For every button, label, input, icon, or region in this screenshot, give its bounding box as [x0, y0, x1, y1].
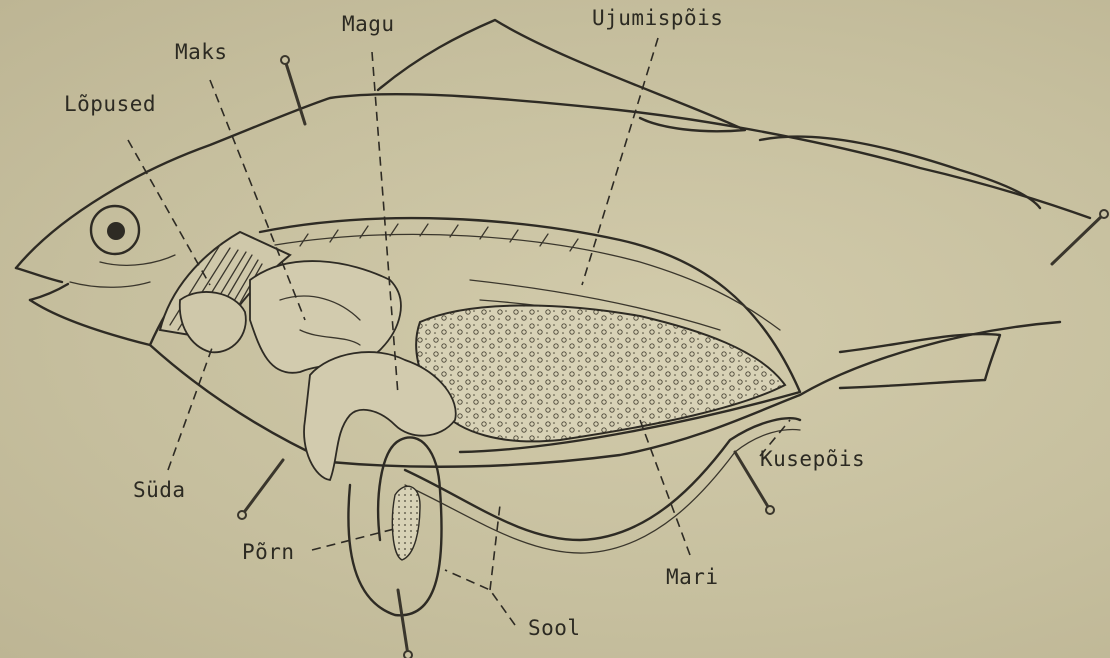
label-suda: Süda	[133, 478, 186, 502]
label-mari: Mari	[666, 565, 719, 589]
leader-porn	[312, 528, 398, 550]
heart	[180, 292, 246, 352]
roe-mass	[416, 305, 785, 441]
first-dorsal-fin	[378, 20, 745, 131]
label-maks: Maks	[175, 40, 228, 64]
label-magu: Magu	[342, 12, 395, 36]
pin-center-bottom	[398, 590, 408, 655]
label-sool: Sool	[528, 616, 581, 640]
fish-outline-dorsal	[16, 94, 1090, 268]
spleen	[392, 486, 420, 560]
label-lopused: Lõpused	[64, 92, 156, 116]
pin-tail	[1052, 214, 1104, 264]
pin-left-bottom	[242, 460, 283, 515]
label-porn: Põrn	[242, 540, 295, 564]
intestine-long-loop-inner	[405, 430, 800, 554]
second-dorsal-fin	[760, 137, 1040, 208]
fish-mouth	[16, 268, 68, 300]
anal-fin	[840, 334, 1000, 388]
cheek-lines	[70, 255, 175, 287]
label-kusepois: Kusepõis	[760, 447, 865, 471]
pupil	[107, 222, 125, 240]
label-ujumispois: Ujumispõis	[592, 6, 723, 30]
